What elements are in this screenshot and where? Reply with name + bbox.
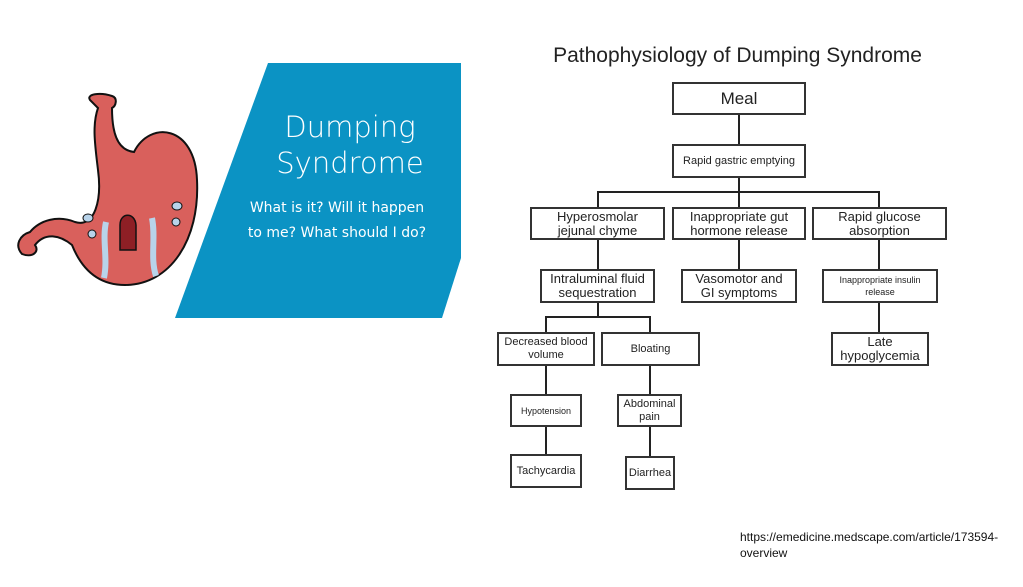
banner-title-line2: Syndrome — [276, 146, 424, 180]
title-banner — [17, 63, 461, 318]
node-bloating: Bloating — [601, 332, 700, 366]
node-rapid-gastric-emptying: Rapid gastric emptying — [672, 144, 806, 178]
node-rapid-glucose: Rapid glucose absorption — [812, 207, 947, 240]
connector — [545, 316, 651, 332]
node-hyperosmolar: Hyperosmolar jejunal chyme — [530, 207, 665, 240]
banner-subtitle-line2: to me? What should I do? — [247, 225, 427, 241]
banner-title-line1: Dumping — [284, 110, 416, 144]
diagram-title: Pathophysiology of Dumping Syndrome — [553, 44, 922, 67]
crying-stomach-illustration — [17, 92, 199, 287]
node-insulin: Inappropriate insulin release — [822, 269, 938, 303]
node-meal: Meal — [672, 82, 806, 115]
node-tachycardia: Tachycardia — [510, 454, 582, 488]
node-vasomotor: Vasomotor and GI symptoms — [681, 269, 797, 303]
node-late-hypoglycemia: Late hypoglycemia — [831, 332, 929, 366]
node-abdominal-pain: Abdominal pain — [617, 394, 682, 427]
node-diarrhea: Diarrhea — [625, 456, 675, 490]
connector — [597, 191, 880, 207]
node-gut-hormone: Inappropriate gut hormone release — [672, 207, 806, 240]
banner-subtitle-line1: What is it? Will it happen — [249, 200, 425, 216]
node-hypotension: Hypotension — [510, 394, 582, 427]
node-decreased-blood: Decreased blood volume — [497, 332, 595, 366]
source-link[interactable]: https://emedicine.medscape.com/article/1… — [740, 530, 999, 560]
node-intraluminal: Intraluminal fluid sequestration — [540, 269, 655, 303]
blue-banner-shape — [175, 63, 461, 318]
